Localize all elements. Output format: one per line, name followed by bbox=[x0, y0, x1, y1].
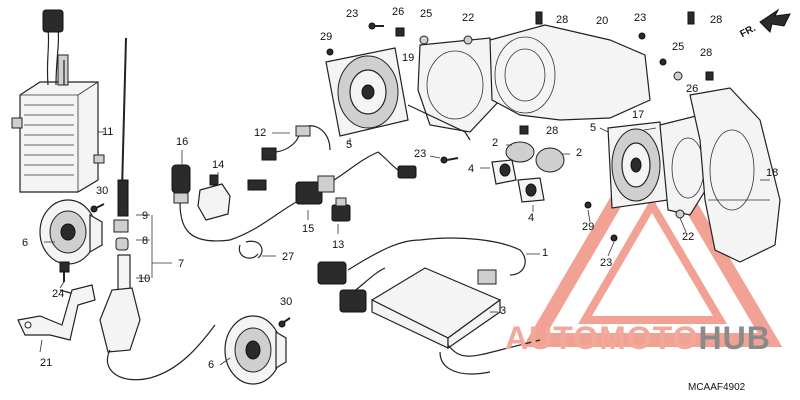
callout-9: 9 bbox=[142, 210, 149, 222]
baffle-20 bbox=[489, 24, 651, 121]
callout-23-mid: 23 bbox=[414, 148, 427, 160]
callout-1: 1 bbox=[542, 247, 549, 259]
callout-23-right-lower: 23 bbox=[600, 257, 613, 269]
callout-4-upper: 4 bbox=[468, 163, 475, 175]
callout-25-top: 25 bbox=[420, 8, 433, 20]
watermark-text: AUTOMOTOHUB bbox=[505, 320, 795, 360]
callout-23-right: 23 bbox=[634, 12, 647, 24]
callout-28-right: 28 bbox=[710, 14, 723, 26]
callout-3: 3 bbox=[500, 305, 507, 317]
callout-26-right: 26 bbox=[686, 83, 699, 95]
watermark-triangle bbox=[522, 126, 783, 347]
cable-15 bbox=[229, 151, 379, 241]
connector-16 bbox=[171, 164, 231, 242]
callout-8: 8 bbox=[142, 235, 149, 247]
callout-2-left: 2 bbox=[492, 137, 499, 149]
callout-29-upper: 29 bbox=[320, 31, 333, 43]
screw-30b bbox=[278, 317, 291, 328]
callout-15: 15 bbox=[302, 223, 315, 235]
callout-29-right: 29 bbox=[582, 221, 595, 233]
callout-24: 24 bbox=[52, 288, 65, 300]
callout-2-right: 2 bbox=[576, 147, 583, 159]
antenna-bracket bbox=[17, 284, 96, 341]
speaker-frame-17 bbox=[659, 114, 713, 216]
tweeter-parts bbox=[491, 141, 565, 203]
callout-30-upper: 30 bbox=[96, 185, 109, 197]
door-speaker-lower bbox=[224, 315, 287, 385]
callout-6-upper: 6 bbox=[22, 237, 29, 249]
connector-13 bbox=[331, 197, 351, 222]
callout-22-right: 22 bbox=[682, 231, 695, 243]
connector-23 bbox=[377, 151, 417, 179]
switch-14 bbox=[197, 174, 231, 221]
screw-24 bbox=[59, 261, 70, 282]
callout-5-upper: 5 bbox=[346, 139, 353, 151]
watermark-part2: HUB bbox=[698, 320, 771, 356]
callout-14: 14 bbox=[212, 159, 225, 171]
callout-12: 12 bbox=[254, 127, 267, 139]
callout-11: 11 bbox=[102, 126, 114, 138]
callout-28-mid: 28 bbox=[546, 125, 559, 137]
upper-fasteners bbox=[326, 11, 714, 164]
callout-28-right-lower: 28 bbox=[700, 47, 713, 59]
callout-5-right: 5 bbox=[590, 122, 597, 134]
callout-25-right: 25 bbox=[672, 41, 685, 53]
speaker-5-upper bbox=[325, 47, 409, 137]
amplifier-3 bbox=[370, 267, 541, 375]
speaker-5-right bbox=[607, 121, 669, 209]
antenna-mast bbox=[59, 37, 216, 381]
watermark-part1: AUTOMOTO bbox=[505, 320, 699, 356]
callout-17: 17 bbox=[632, 109, 645, 121]
callout-27: 27 bbox=[282, 251, 295, 263]
callout-22-top: 22 bbox=[462, 12, 475, 24]
callout-6-lower: 6 bbox=[208, 359, 215, 371]
callout-13: 13 bbox=[332, 239, 345, 251]
speaker-frame-19 bbox=[407, 37, 501, 141]
callout-28-top: 28 bbox=[556, 14, 569, 26]
cable-12 bbox=[261, 125, 331, 161]
callout-21: 21 bbox=[40, 357, 53, 369]
callout-20: 20 bbox=[596, 15, 609, 27]
audio-unit bbox=[11, 9, 105, 193]
callout-19: 19 bbox=[402, 52, 415, 64]
callout-18: 18 bbox=[766, 167, 779, 179]
speaker-box-18 bbox=[689, 87, 781, 263]
callout-23-top: 23 bbox=[346, 8, 359, 20]
leader-lines bbox=[39, 127, 770, 366]
catalog-code: MCAAF4902 bbox=[688, 382, 746, 393]
callout-10: 10 bbox=[138, 273, 151, 285]
right-fasteners bbox=[584, 201, 685, 242]
callout-30-lower: 30 bbox=[280, 296, 293, 308]
clip-27 bbox=[238, 240, 263, 259]
screw-30a bbox=[90, 203, 105, 213]
callout-26-top: 26 bbox=[392, 6, 405, 18]
callout-7: 7 bbox=[178, 258, 185, 270]
front-direction-arrow bbox=[759, 8, 791, 33]
callout-16: 16 bbox=[176, 136, 189, 148]
wire-harness-1 bbox=[317, 237, 526, 313]
callout-4-lower: 4 bbox=[528, 212, 535, 224]
